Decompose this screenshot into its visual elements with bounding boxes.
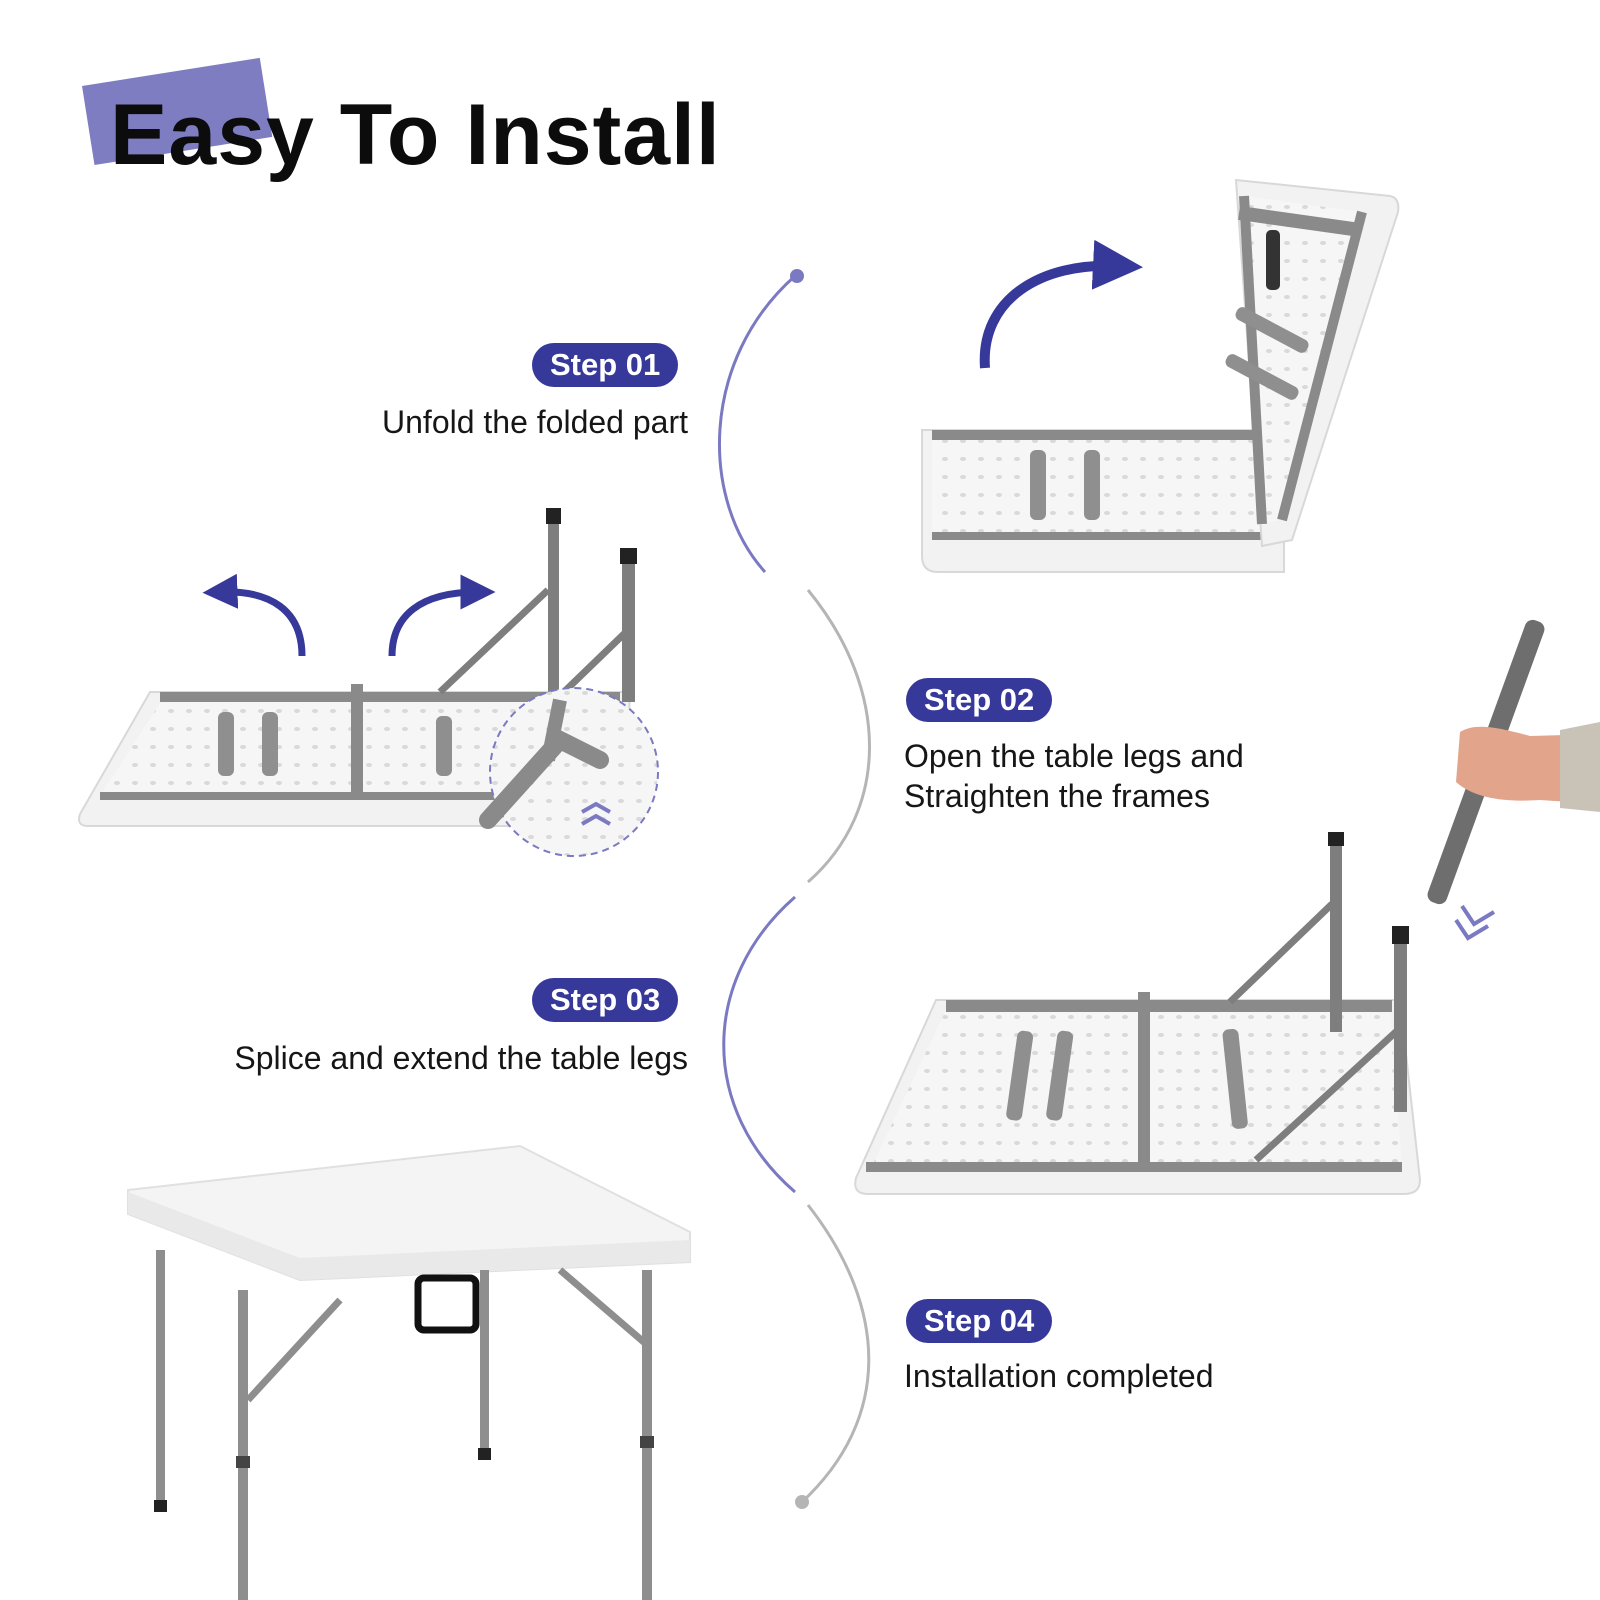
hinge-detail-magnifier — [489, 687, 659, 857]
step-03-text-line-1: Splice and extend the table legs — [234, 1040, 688, 1076]
down-chevrons-icon — [1454, 904, 1496, 941]
step-02-text-line-1: Open the table legs and — [904, 738, 1244, 774]
page-title: Easy To Install — [110, 87, 721, 183]
timeline-start-dot — [790, 269, 804, 283]
table-legs-extending-illustration — [854, 619, 1600, 1195]
title-block: Easy To Install — [74, 57, 754, 192]
step-01-text: Unfold the folded part — [382, 402, 688, 442]
table-legs-folded-illustration — [78, 508, 659, 857]
right-curved-arrow-icon — [388, 574, 496, 657]
step-03-badge: Step 03 — [532, 978, 679, 1022]
carry-handle-icon — [414, 1274, 480, 1334]
timeline-segment-4 — [800, 1204, 871, 1504]
timeline-segment-2 — [806, 589, 871, 884]
left-curved-arrow-icon — [202, 573, 306, 657]
step-02-text-line-2: Straighten the frames — [904, 778, 1210, 814]
step-02-text: Open the table legs and Straighten the f… — [904, 736, 1244, 816]
step-01-badge: Step 01 — [532, 343, 679, 387]
table-folded-open-illustration — [921, 178, 1400, 573]
step-01-text-line-1: Unfold the folded part — [382, 404, 688, 440]
timeline — [717, 269, 871, 1509]
timeline-segment-1 — [717, 274, 796, 574]
step-03-text: Splice and extend the table legs — [234, 1038, 688, 1078]
step-04-text-line-1: Installation completed — [904, 1358, 1214, 1394]
curved-arrow-icon — [979, 239, 1143, 369]
step-02-badge: Step 02 — [906, 678, 1053, 722]
step-04-text: Installation completed — [904, 1356, 1214, 1396]
timeline-segment-3 — [722, 895, 796, 1194]
step-04-badge: Step 04 — [906, 1299, 1053, 1343]
table-assembled-illustration — [127, 1144, 691, 1600]
timeline-end-dot — [795, 1495, 809, 1509]
